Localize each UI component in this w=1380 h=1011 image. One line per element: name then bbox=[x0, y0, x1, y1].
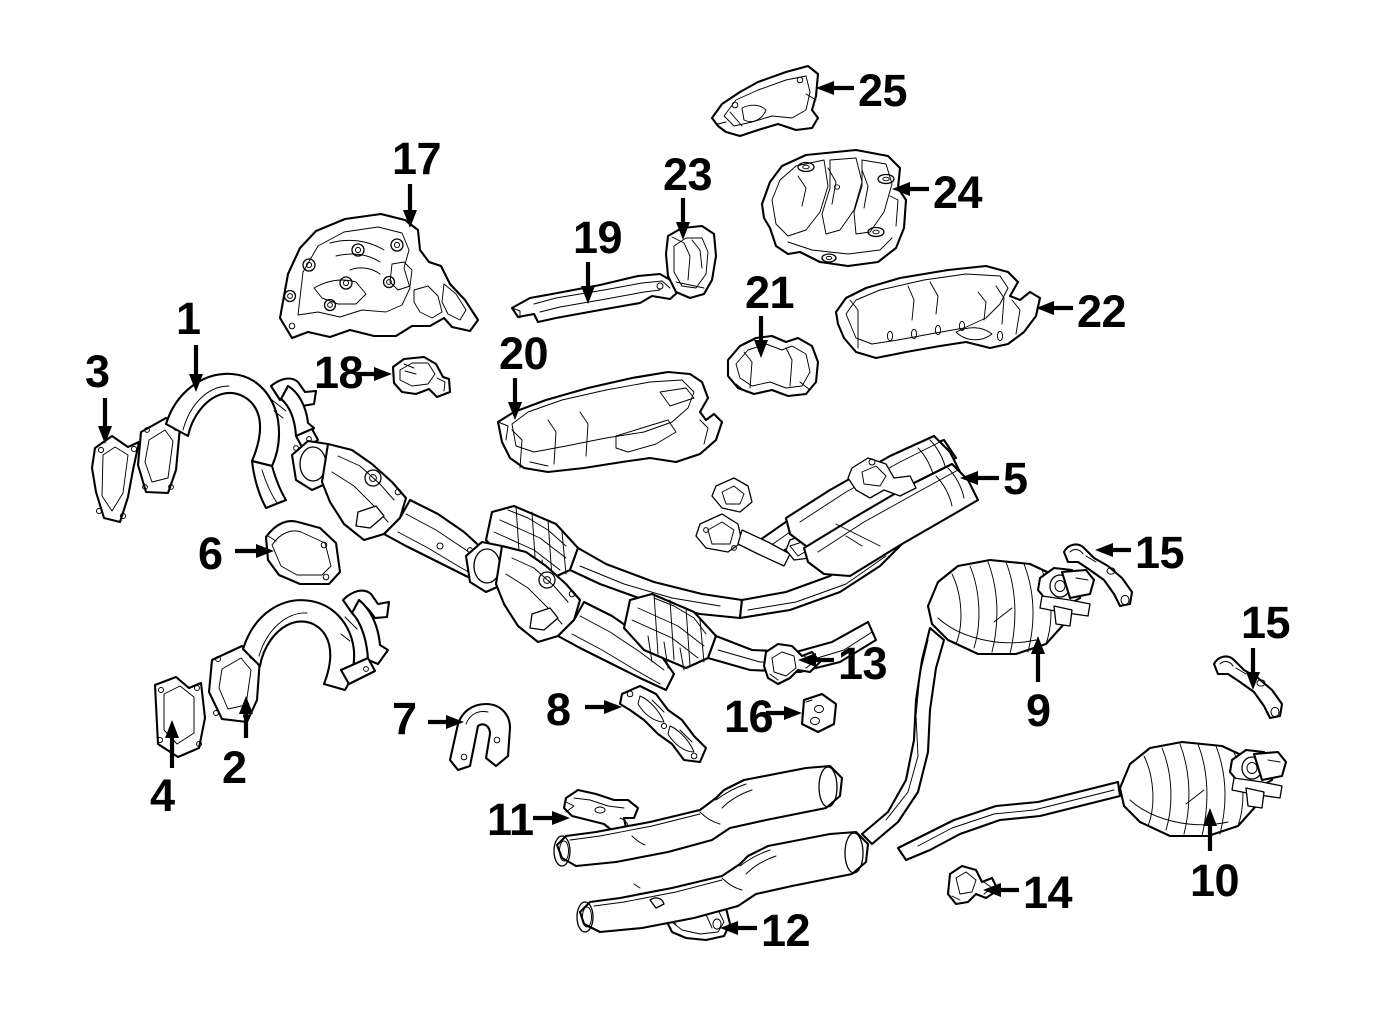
part-3-exhaust-gasket-upper bbox=[90, 434, 141, 524]
part-main-lower-catalytic-branch bbox=[464, 540, 878, 692]
part-15-muffler-hanger-rod-left bbox=[1062, 543, 1134, 608]
callout-number-15-left: 15 bbox=[1135, 527, 1185, 578]
leader-24 bbox=[892, 182, 929, 196]
leader-18 bbox=[355, 367, 392, 381]
leader-15-left bbox=[1095, 543, 1131, 557]
leader-12 bbox=[720, 921, 757, 935]
part-20-floor-heat-shield-front bbox=[496, 370, 724, 474]
leader-1 bbox=[189, 345, 203, 392]
callout-number-7: 7 bbox=[392, 693, 417, 744]
part-24-engine-cover-shield bbox=[760, 148, 908, 268]
callout-number-23: 23 bbox=[663, 149, 713, 200]
leader-25 bbox=[816, 81, 854, 95]
part-25-upper-heat-shield-panel bbox=[710, 64, 820, 138]
callout-number-1: 1 bbox=[176, 293, 201, 344]
part-11-pipe-hanger-bracket bbox=[562, 788, 640, 834]
callout-number-2: 2 bbox=[222, 742, 247, 793]
leader-13 bbox=[798, 653, 834, 667]
leader-21 bbox=[754, 316, 768, 358]
part-5-intermediate-pipe-assembly bbox=[784, 434, 980, 578]
callout-number-25: 25 bbox=[858, 65, 908, 116]
part-22-floor-heat-shield-rear bbox=[834, 264, 1042, 360]
part-10-rear-muffler-right bbox=[896, 740, 1288, 862]
leader-7 bbox=[428, 715, 464, 729]
part-1-front-exhaust-pipe-left bbox=[136, 372, 320, 510]
part-23-heat-shield-support-bracket bbox=[664, 224, 718, 300]
leader-14 bbox=[983, 883, 1019, 897]
part-main-resonator-pipes bbox=[553, 764, 870, 934]
leader-6 bbox=[235, 544, 274, 558]
callout-number-15-right: 15 bbox=[1241, 597, 1291, 648]
callout-number-11: 11 bbox=[487, 794, 534, 845]
callout-number-12: 12 bbox=[761, 905, 811, 956]
leader-5 bbox=[960, 471, 999, 485]
callout-number-19: 19 bbox=[573, 212, 623, 263]
callout-number-22: 22 bbox=[1077, 286, 1127, 337]
callout-number-6: 6 bbox=[198, 528, 223, 579]
leader-4 bbox=[165, 720, 179, 768]
callout-number-17: 17 bbox=[392, 133, 442, 184]
part-17-manifold-heat-shield bbox=[278, 212, 480, 340]
leader-23 bbox=[676, 198, 690, 240]
part-6-heat-shield-bracket-upper bbox=[264, 520, 342, 586]
leader-19 bbox=[581, 262, 595, 304]
part-7-exhaust-hanger-bracket bbox=[448, 702, 512, 772]
callout-number-16: 16 bbox=[724, 691, 774, 742]
leader-22 bbox=[1036, 301, 1073, 315]
leader-2 bbox=[239, 696, 253, 738]
callout-number-8: 8 bbox=[546, 684, 571, 735]
part-18-heat-shield-clip bbox=[391, 355, 452, 399]
callout-number-24: 24 bbox=[933, 167, 983, 218]
part-15-muffler-hanger-rod-right bbox=[1212, 655, 1284, 720]
leader-20 bbox=[508, 378, 522, 420]
callout-number-18: 18 bbox=[314, 347, 364, 398]
part-9-rear-muffler-left bbox=[860, 558, 1096, 846]
callout-number-4: 4 bbox=[150, 770, 175, 821]
callout-number-20: 20 bbox=[499, 328, 549, 379]
leader-8 bbox=[585, 700, 622, 714]
callout-number-13: 13 bbox=[838, 638, 888, 689]
leader-17 bbox=[403, 184, 417, 228]
leader-3 bbox=[98, 398, 112, 444]
callout-number-21: 21 bbox=[745, 267, 795, 318]
leader-10 bbox=[1203, 808, 1217, 851]
part-14-exhaust-hanger-clip bbox=[946, 864, 1000, 906]
callout-number-10: 10 bbox=[1190, 855, 1240, 906]
callout-number-9: 9 bbox=[1026, 685, 1051, 736]
callout-number-14: 14 bbox=[1023, 867, 1073, 918]
leader-16 bbox=[766, 706, 802, 720]
part-16-rubber-mount-grommet bbox=[800, 692, 838, 734]
leader-15-right bbox=[1246, 648, 1260, 690]
callout-number-5: 5 bbox=[1003, 453, 1028, 504]
part-8-exhaust-clamp-assembly bbox=[618, 684, 708, 764]
callout-number-3: 3 bbox=[85, 346, 110, 397]
leader-11 bbox=[533, 811, 570, 825]
leader-9 bbox=[1031, 636, 1045, 682]
